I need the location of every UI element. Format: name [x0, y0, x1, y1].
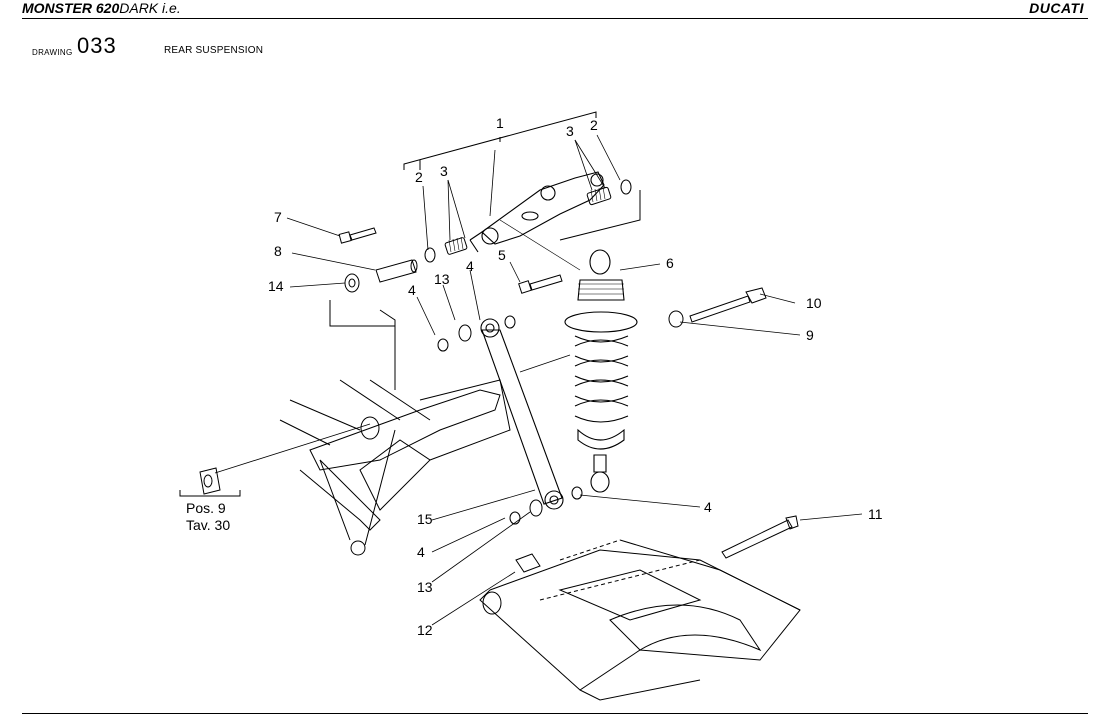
- callout-3a: 3: [440, 163, 448, 179]
- reference-pos: Pos. 9: [186, 500, 226, 516]
- needle-bearings: [444, 186, 612, 255]
- bushing-13b: [529, 499, 543, 517]
- page-header: MONSTER 620DARK i.e. DUCATI: [22, 0, 1088, 19]
- leader-lines: [214, 134, 863, 626]
- washer-14: [344, 273, 360, 293]
- washer-2-left: [424, 247, 436, 263]
- bolt-5: [518, 274, 563, 294]
- drawing-title: REAR SUSPENSION: [164, 45, 264, 56]
- model-name-suffix: DARK i.e.: [119, 0, 181, 16]
- washer-2-right: [620, 179, 632, 195]
- callout-13b: 13: [417, 579, 433, 595]
- callout-12: 12: [417, 622, 433, 638]
- callout-9: 9: [806, 327, 814, 343]
- washer-9: [668, 310, 684, 328]
- callout-3b: 3: [566, 123, 574, 139]
- bolt-7: [338, 227, 377, 244]
- bushing-4b: [504, 315, 516, 329]
- shock-absorber: [564, 249, 638, 493]
- callout-4d: 4: [417, 544, 425, 560]
- callout-7: 7: [274, 209, 282, 225]
- bolt-11: [721, 519, 793, 559]
- brand-logo: DUCATI: [1029, 0, 1084, 16]
- spacer-tube-8: [375, 259, 417, 283]
- bushing-4c: [509, 511, 521, 525]
- callout-14: 14: [268, 278, 284, 294]
- bushing-4a: [437, 338, 449, 352]
- nut-12: [515, 553, 541, 573]
- swingarm: [479, 539, 801, 701]
- model-name: MONSTER 620DARK i.e.: [22, 0, 181, 16]
- callout-13a: 13: [434, 271, 450, 287]
- bushing-13a: [458, 324, 472, 342]
- reference-bracket: [179, 490, 241, 497]
- callout-10: 10: [806, 295, 822, 311]
- callout-4a: 4: [466, 258, 474, 274]
- callout-11: 11: [868, 506, 883, 522]
- callout-2b: 2: [590, 117, 598, 133]
- bushing-pos9: [199, 467, 221, 495]
- drawing-label: DRAWING: [32, 48, 73, 57]
- bolt-10: [689, 287, 767, 323]
- callout-15: 15: [417, 511, 433, 527]
- callout-4b: 4: [408, 282, 416, 298]
- callout-1: 1: [496, 115, 504, 131]
- callout-5: 5: [498, 247, 506, 263]
- drawing-number: 033: [77, 33, 117, 58]
- reference-tav: Tav. 30: [186, 517, 231, 533]
- bushing-4d: [571, 486, 583, 500]
- callout-6: 6: [666, 255, 674, 271]
- model-name-bold: MONSTER 620: [22, 0, 120, 16]
- rocker-arm: [469, 171, 605, 271]
- callout-4c: 4: [704, 499, 712, 515]
- frame: [279, 309, 511, 556]
- callout-2a: 2: [415, 169, 423, 185]
- callout-8: 8: [274, 243, 282, 259]
- link-rod-15: [480, 318, 564, 510]
